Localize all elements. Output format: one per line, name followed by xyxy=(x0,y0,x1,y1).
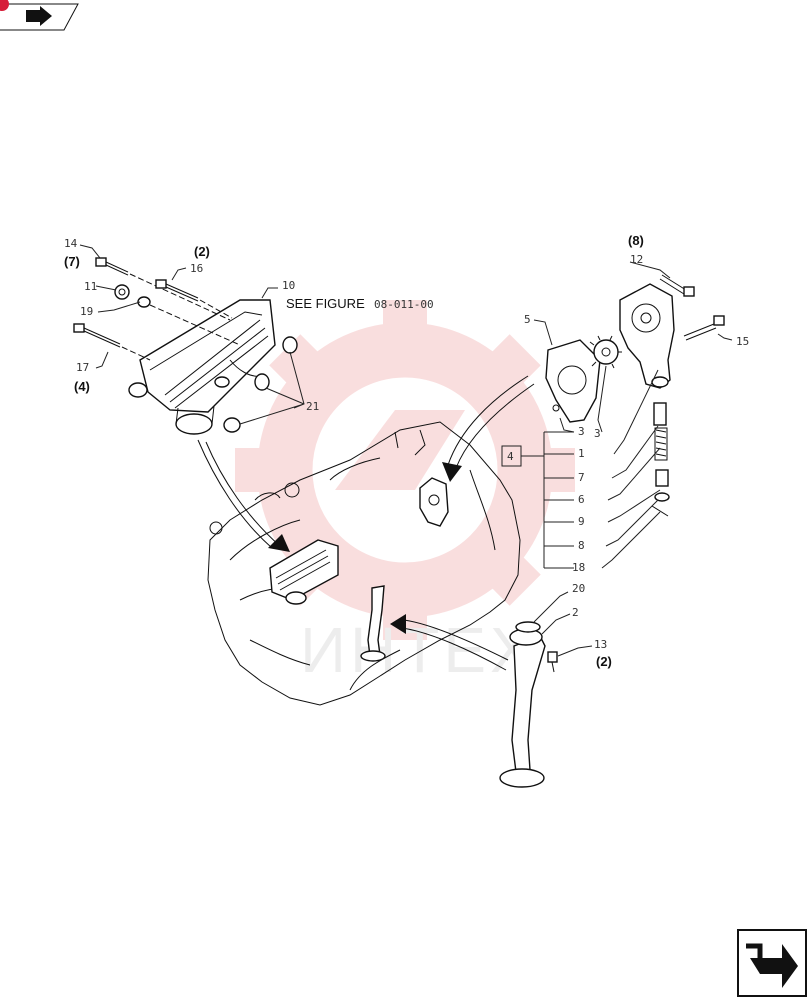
callout-10[interactable]: 10 xyxy=(282,279,295,292)
bookmark-arrow-icon xyxy=(26,6,52,26)
gear-3[interactable] xyxy=(589,335,622,369)
washer-19[interactable] xyxy=(137,296,241,346)
see-figure-label: SEE FIGURE xyxy=(286,296,365,311)
qty-16: (2) xyxy=(194,244,210,259)
oil-pump-body[interactable] xyxy=(619,283,675,389)
callout-7[interactable]: 7 xyxy=(578,471,585,484)
seal-20[interactable] xyxy=(515,621,541,633)
bolt-17[interactable] xyxy=(73,323,151,361)
callout-13[interactable]: 13 xyxy=(594,638,607,651)
next-page-arrow-icon xyxy=(746,943,798,988)
plug-11[interactable] xyxy=(114,284,130,300)
assembly-arrows xyxy=(197,375,535,671)
callout-16[interactable]: 16 xyxy=(190,262,203,275)
callout-3b[interactable]: 3 xyxy=(594,427,601,440)
callout-18[interactable]: 18 xyxy=(572,561,585,574)
sleeve-1[interactable] xyxy=(653,402,667,426)
watermark-text: ИНТЕХ xyxy=(300,614,537,686)
callout-9[interactable]: 9 xyxy=(578,515,585,528)
qty-13: (2) xyxy=(596,654,612,669)
engine-block xyxy=(207,421,521,706)
oil-pump-installed[interactable] xyxy=(419,477,449,527)
callout-14[interactable]: 14 xyxy=(64,237,78,250)
group-box-4 xyxy=(501,445,522,467)
red-marker-icon xyxy=(0,0,9,11)
qty-12: (8) xyxy=(628,233,644,248)
callout-17[interactable]: 17 xyxy=(76,361,89,374)
oil-cooler-installed[interactable] xyxy=(269,539,339,605)
suction-pipe-installed[interactable] xyxy=(360,585,386,662)
spring-7[interactable] xyxy=(654,427,668,461)
bolt-15[interactable] xyxy=(683,315,725,341)
callout-group-4[interactable]: 4 xyxy=(507,450,514,463)
callout-5[interactable]: 5 xyxy=(524,313,531,326)
see-figure-ref[interactable]: 08-011-00 xyxy=(374,298,434,311)
washer-9[interactable] xyxy=(654,492,670,502)
callout-19[interactable]: 19 xyxy=(80,305,93,318)
callout-15[interactable]: 15 xyxy=(736,335,749,348)
callout-2[interactable]: 2 xyxy=(572,606,579,619)
callout-11[interactable]: 11 xyxy=(84,280,97,293)
watermark-logo: ИНТЕХ xyxy=(235,300,575,686)
callout-8[interactable]: 8 xyxy=(578,539,585,552)
qty-14: (7) xyxy=(64,254,80,269)
callout-3a[interactable]: 3 xyxy=(578,425,585,438)
bolt-14[interactable] xyxy=(95,257,231,321)
bookmark-tab[interactable] xyxy=(0,0,79,31)
callout-21[interactable]: 21 xyxy=(306,400,319,413)
bolt-13[interactable] xyxy=(547,651,558,673)
qty-17: (4) xyxy=(74,379,90,394)
leader-lines xyxy=(79,244,733,657)
callout-12[interactable]: 12 xyxy=(630,253,643,266)
next-page-button[interactable] xyxy=(737,929,807,997)
callout-6[interactable]: 6 xyxy=(578,493,585,506)
bolt-12[interactable] xyxy=(659,274,695,297)
piston-6[interactable] xyxy=(655,469,669,487)
oil-cooler-assembly[interactable] xyxy=(128,299,276,435)
bolt-16[interactable] xyxy=(155,279,233,319)
gasket-5[interactable] xyxy=(545,339,601,423)
pin-8[interactable] xyxy=(651,505,669,517)
callout-20[interactable]: 20 xyxy=(572,582,585,595)
callout-1[interactable]: 1 xyxy=(578,447,585,460)
suction-pipe[interactable] xyxy=(499,628,546,788)
